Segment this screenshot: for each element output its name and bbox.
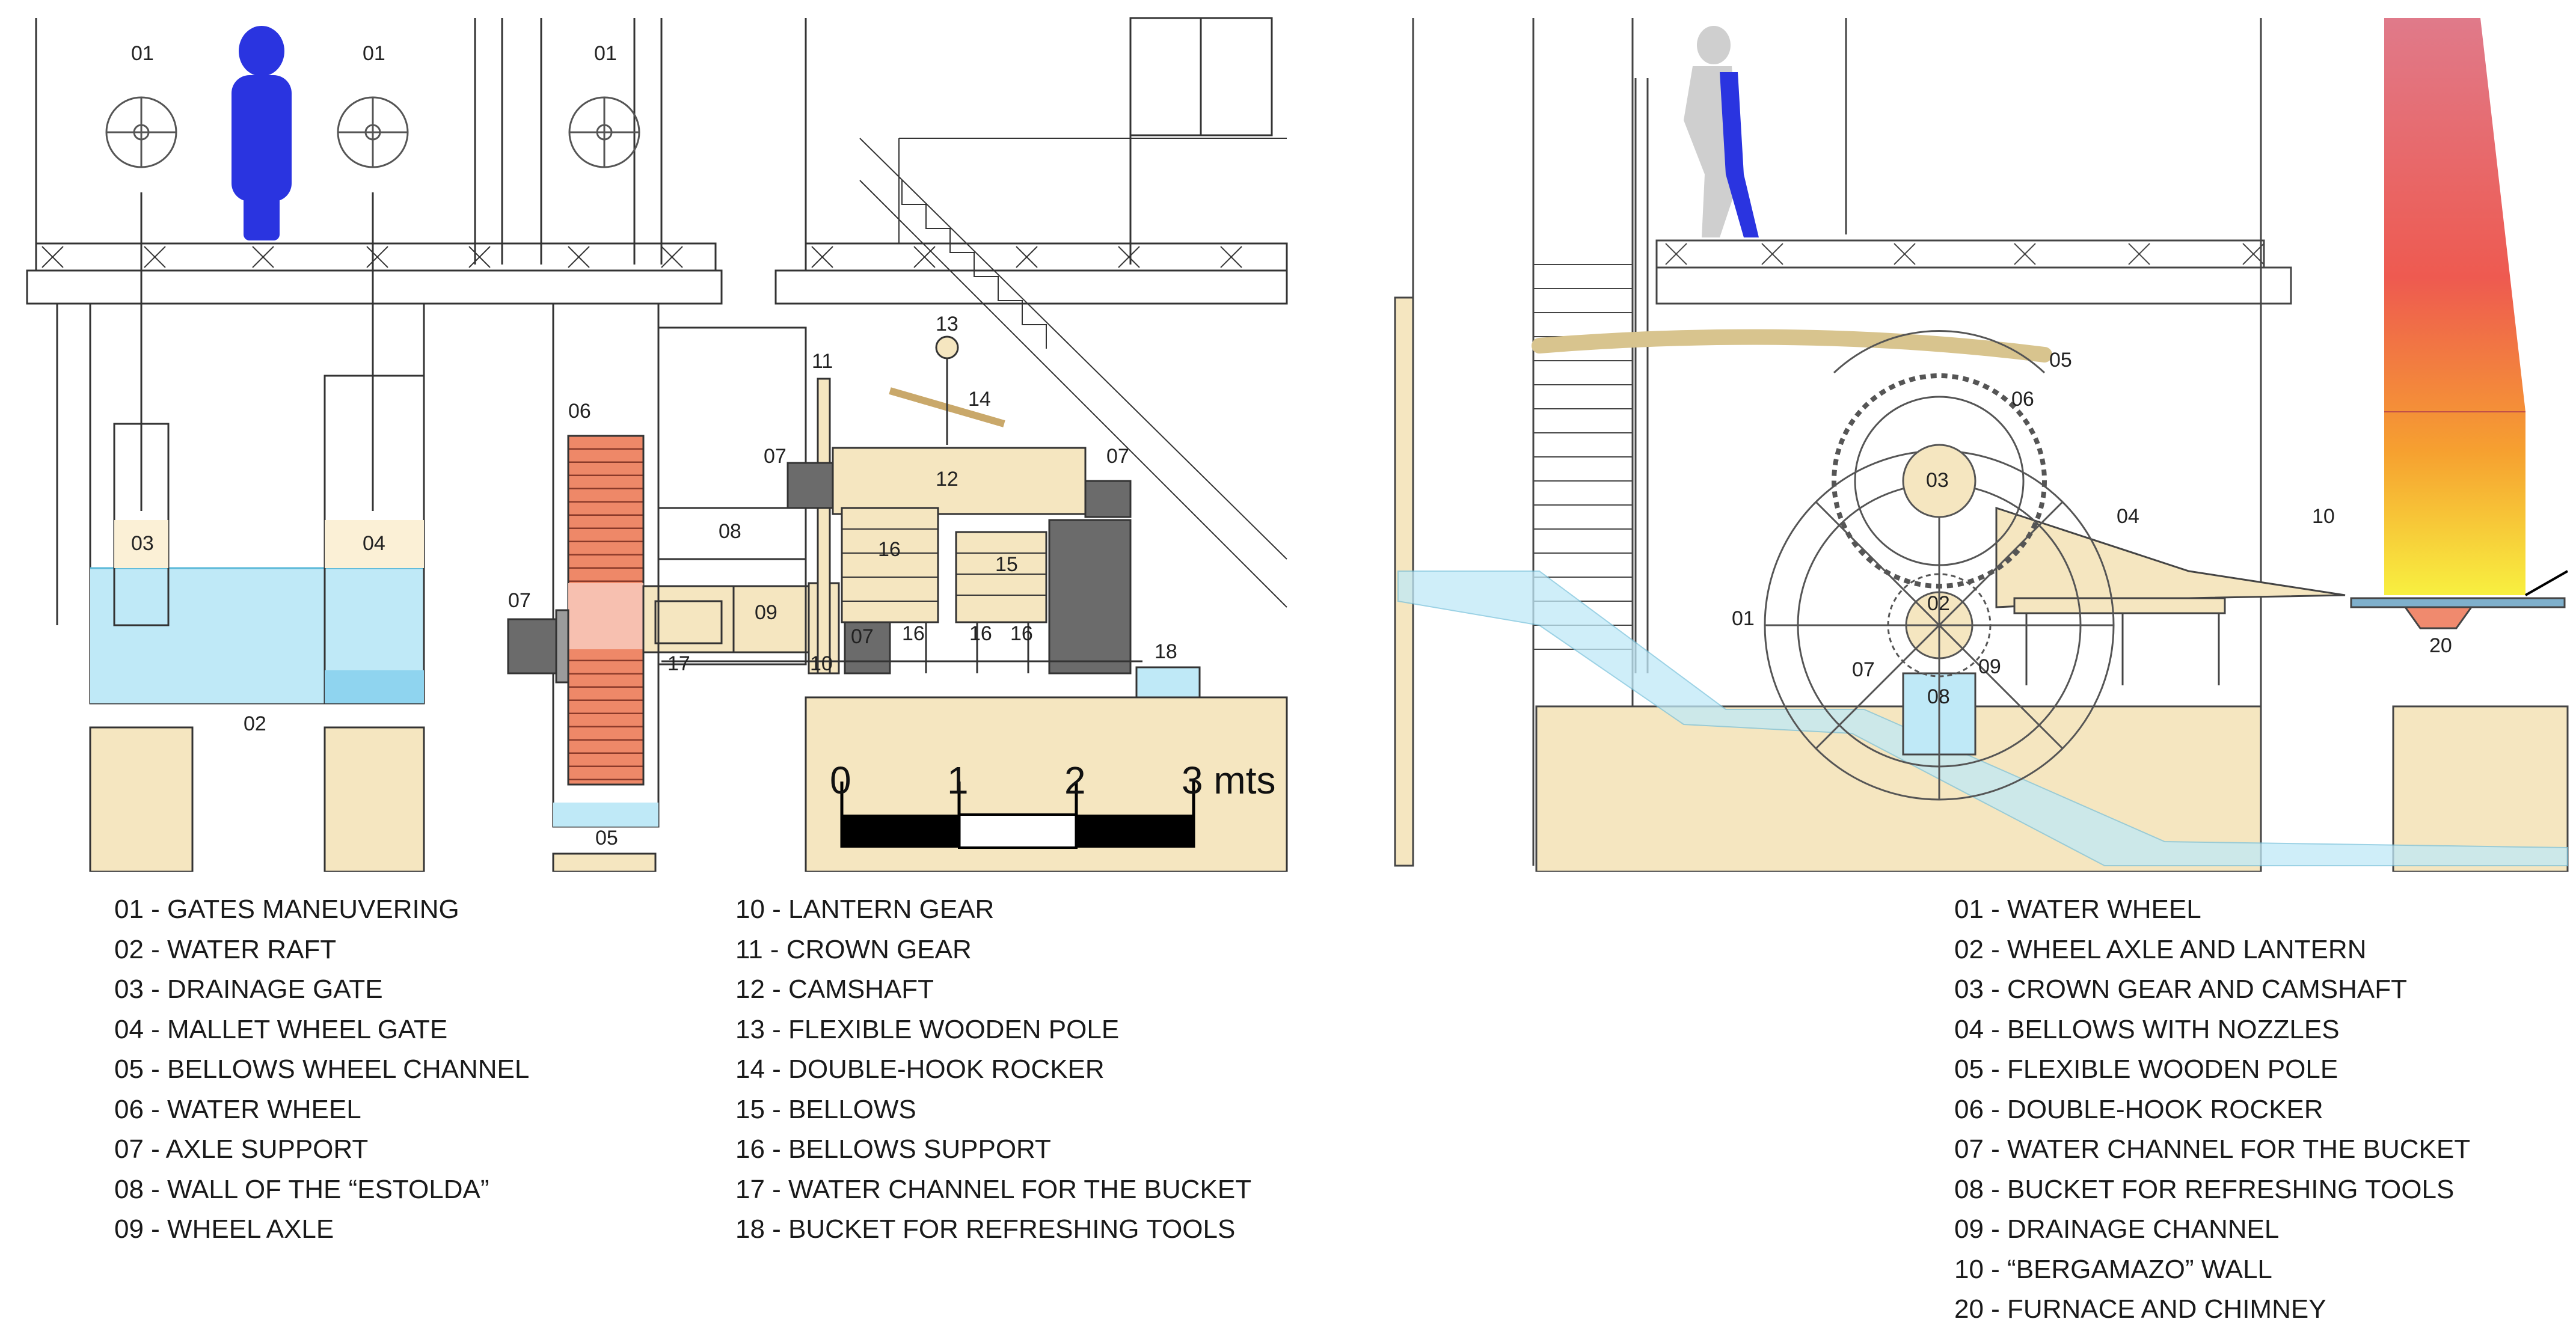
label-20: 20 [2429, 634, 2452, 657]
legend-item: 03 - DRAINAGE GATE [114, 975, 383, 1004]
scale-tick-1: 1 [947, 759, 969, 802]
legend-item: 15 - BELLOWS [735, 1094, 916, 1124]
legend-item: 01 - GATES MANEUVERING [114, 895, 459, 924]
legend-item: 07 - WATER CHANNEL FOR THE BUCKET [1954, 1134, 2471, 1164]
legend-item: 05 - BELLOWS WHEEL CHANNEL [114, 1054, 530, 1084]
legend-item: 10 - LANTERN GEAR [735, 895, 995, 924]
legend-item: 16 - BELLOWS SUPPORT [735, 1134, 1051, 1164]
scale-tick-0: 0 [830, 759, 851, 802]
legend-item: 08 - BUCKET FOR REFRESHING TOOLS [1954, 1174, 2455, 1204]
right-labels: 01 02 03 04 05 06 07 08 09 10 20 [1732, 349, 2452, 708]
legend-item: 07 - AXLE SUPPORT [114, 1134, 369, 1164]
legend-item: 02 - WATER RAFT [114, 934, 337, 964]
legend-item: 01 - WATER WHEEL [1954, 895, 2201, 924]
legend-item: 10 - “BERGAMAZO” WALL [1954, 1254, 2272, 1284]
legend-item: 13 - FLEXIBLE WOODEN POLE [735, 1014, 1120, 1044]
label-01: 01 [1732, 607, 1755, 630]
label-05: 05 [595, 827, 618, 849]
legend-item: 06 - DOUBLE-HOOK ROCKER [1954, 1094, 2323, 1124]
legend-item: 06 - WATER WHEEL [114, 1094, 361, 1124]
scale-tick-2: 2 [1064, 759, 1086, 802]
legend-item: 03 - CROWN GEAR AND CAMSHAFT [1954, 975, 2407, 1004]
label-08: 08 [719, 520, 741, 543]
legend-right: 01 - WATER WHEEL 02 - WHEEL AXLE AND LANT… [1954, 890, 2470, 1330]
label-15: 15 [995, 553, 1018, 576]
legend-item: 09 - WHEEL AXLE [114, 1214, 334, 1244]
label-07: 07 [764, 445, 787, 468]
legend-item: 02 - WHEEL AXLE AND LANTERN [1954, 934, 2367, 964]
chimney [2384, 18, 2568, 596]
label-12: 12 [936, 468, 958, 491]
legend-item: 17 - WATER CHANNEL FOR THE BUCKET [735, 1174, 1252, 1204]
technical-diagram: 0 1 2 3 mts 01 01 01 02 03 04 05 06 07 0… [26, 17, 2569, 872]
label-05: 05 [2049, 349, 2072, 372]
label-07: 07 [851, 625, 874, 648]
label-16: 16 [969, 622, 992, 645]
label-08: 08 [1927, 685, 1950, 708]
label-18: 18 [1155, 640, 1177, 663]
left-labels: 01 01 01 02 03 04 05 06 07 07 07 07 08 0… [131, 42, 1177, 849]
legend-item: 09 - DRAINAGE CHANNEL [1954, 1214, 2280, 1244]
label-06: 06 [2011, 388, 2034, 411]
label-16: 16 [878, 538, 901, 561]
label-10: 10 [2312, 505, 2335, 528]
left-section-drawing [26, 17, 1288, 872]
label-02: 02 [244, 712, 266, 735]
label-07: 07 [508, 589, 531, 612]
label-16: 16 [1010, 622, 1033, 645]
label-09: 09 [1978, 655, 2001, 678]
legend-item: 08 - WALL OF THE “ESTOLDA” [114, 1174, 489, 1204]
label-04: 04 [363, 532, 385, 555]
label-07: 07 [1852, 658, 1875, 681]
legend-item: 20 - FURNACE AND CHIMNEY [1954, 1294, 2326, 1324]
human-figure-icon [232, 26, 292, 240]
legend-left-b: 10 - LANTERN GEAR 11 - CROWN GEAR 12 - CAM… [735, 890, 1251, 1250]
label-03: 03 [1926, 469, 1949, 492]
legend-item: 11 - CROWN GEAR [735, 934, 972, 964]
water-wheel-icon [1764, 450, 2115, 801]
label-16: 16 [902, 622, 925, 645]
label-03: 03 [131, 532, 154, 555]
legend-item: 04 - BELLOWS WITH NOZZLES [1954, 1014, 2340, 1044]
label-06: 06 [568, 400, 591, 423]
label-10: 10 [810, 652, 833, 675]
label-13: 13 [936, 313, 958, 335]
label-17: 17 [667, 652, 690, 675]
crown-gear-icon [1832, 330, 2047, 589]
label-01: 01 [131, 42, 154, 65]
legend-item: 14 - DOUBLE-HOOK ROCKER [735, 1054, 1105, 1084]
label-01: 01 [594, 42, 617, 65]
legend-item: 12 - CAMSHAFT [735, 975, 934, 1004]
legend-left-a: 01 - GATES MANEUVERING 02 - WATER RAFT 03 … [114, 890, 529, 1250]
scale-tick-3: 3 mts [1182, 759, 1275, 802]
scale-bar: 0 1 2 3 mts [830, 759, 1275, 849]
label-09: 09 [755, 601, 777, 624]
legend-item: 05 - FLEXIBLE WOODEN POLE [1954, 1054, 2338, 1084]
label-02: 02 [1927, 592, 1950, 615]
legend-item: 18 - BUCKET FOR REFRESHING TOOLS [735, 1214, 1236, 1244]
gate-wheel [105, 96, 640, 168]
label-01: 01 [363, 42, 385, 65]
legend-item: 04 - MALLET WHEEL GATE [114, 1014, 448, 1044]
label-11: 11 [812, 350, 833, 373]
human-figure-icon [1684, 26, 1759, 237]
label-04: 04 [2117, 505, 2139, 528]
label-07: 07 [1106, 445, 1129, 468]
label-14: 14 [968, 388, 991, 411]
right-section-drawing [1394, 18, 2569, 872]
